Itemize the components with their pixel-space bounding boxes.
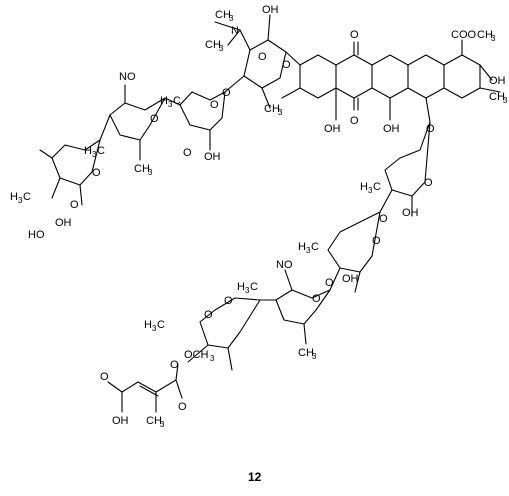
phenol-oh-right: OH: [383, 123, 400, 135]
sugar2-methyl-c: C: [97, 145, 105, 157]
sugar1-methyl-c: C: [173, 95, 181, 107]
sugar4-oh: OH: [402, 207, 419, 219]
sugar4-methyl-h: H: [360, 181, 368, 193]
sugar6-methyl-h: H: [237, 281, 245, 293]
sugar1-methyl-h: H: [160, 95, 168, 107]
dimethylamine-ch-left: CH: [205, 39, 221, 51]
sugar5-ring-o: O: [372, 235, 381, 247]
sugar3-oh-lower: HO: [28, 229, 45, 241]
bridge-methyl-ch: CH: [264, 103, 280, 115]
sugar7-ester-o: O: [170, 359, 179, 371]
sugar6-methyl-sub: 3: [245, 286, 250, 295]
glycoside-o-right: O: [426, 123, 435, 135]
sugar2-glycoside-o: O: [92, 167, 101, 179]
sugar6-nitroso-no: NO: [276, 259, 293, 271]
sugar7-ring-o: O: [204, 309, 213, 321]
bridge-o-center: O: [258, 51, 267, 63]
sugar1-glycoside-o: O: [183, 147, 192, 159]
sugar7-methoxy-och: OCH: [184, 349, 209, 361]
phenol-oh-left: OH: [324, 123, 341, 135]
sugar7-methyl-h: H: [144, 319, 152, 331]
sugar2-ring-o: O: [150, 113, 159, 125]
ester-ch-label: CH: [477, 29, 493, 41]
sugar6-methyl-c: C: [250, 281, 258, 293]
tertiary-oh: OH: [489, 75, 506, 87]
sugar6-ch-subscript: 3: [312, 352, 317, 361]
methyl-ch-right: CH: [489, 91, 505, 103]
sugar7-methoxy-subscript: 3: [210, 354, 215, 363]
sugar4-methyl-sub: 3: [368, 186, 373, 195]
sugar6-glycoside-o: O: [224, 295, 233, 307]
sugar2-ch-subscript: 3: [148, 168, 153, 177]
glycoside-o-upper: O: [222, 87, 231, 99]
bridge-oh-top: OH: [262, 4, 279, 16]
sugar3-methyl-h: H: [10, 191, 18, 203]
carbonyl-o-bottom: O: [350, 115, 359, 127]
sugar5-glycoside-o: O: [325, 277, 334, 289]
dimethylamine-ch-top: CH: [215, 9, 231, 21]
sugar3-methyl-sub: 3: [18, 196, 23, 205]
sugar2-methyl-sub: 3: [92, 150, 97, 159]
methyl-ch-right-subscript: 3: [503, 96, 508, 105]
compound-number: 12: [248, 470, 262, 484]
sugar7-methyl-sub: 3: [152, 324, 157, 333]
dimethylamine-ch-top-subscript: 3: [229, 14, 234, 23]
ester-carbonyl-o: O: [178, 401, 187, 413]
alkene-methyl-subscript: 3: [160, 420, 165, 429]
dimethylamine-ch-left-subscript: 3: [219, 44, 224, 53]
ring-o-core: O: [282, 59, 291, 71]
bridge-methyl-subscript: 3: [278, 108, 283, 117]
sugar1-oh: OH: [204, 151, 221, 163]
sugar4-glycoside-o: O: [379, 213, 388, 225]
sugar5-oh: OH: [342, 273, 359, 285]
sugar7-methyl-c: C: [157, 319, 165, 331]
bond-skeleton: [39, 14, 501, 413]
sugar2-ch: CH: [134, 163, 150, 175]
sugar2-methyl-h: H: [84, 145, 92, 157]
sugar5-methyl-c: C: [311, 241, 319, 253]
sugar4-methyl-c: C: [373, 181, 381, 193]
sugar3-ring-o: O: [70, 199, 79, 211]
dimethylamine-n: N: [231, 25, 239, 37]
sugar6-ring-o: O: [312, 293, 321, 305]
ester-coo-label: COO: [451, 29, 477, 41]
alkene-methyl-ch: CH: [146, 415, 162, 427]
sugar2-nitroso-no: NO: [119, 71, 136, 83]
sugar3-oh: OH: [55, 217, 72, 229]
sugar1-methyl-sub: 3: [168, 100, 173, 109]
sugar5-methyl-sub: 3: [306, 246, 311, 255]
sugar4-ring-o: O: [424, 177, 433, 189]
sugar1-ring-o: O: [210, 99, 219, 111]
atom-labels: O O OH OH O COO CH 3 OH CH 3 O OH N CH 3…: [10, 4, 508, 429]
acid-hydroxyl: OH: [112, 415, 129, 427]
sugar6-ch: CH: [298, 347, 314, 359]
acid-carbonyl-o: O: [100, 371, 109, 383]
sugar5-methyl-h: H: [298, 241, 306, 253]
carbonyl-o-top: O: [350, 29, 359, 41]
sugar3-methyl-c: C: [23, 191, 31, 203]
ester-ch-subscript: 3: [491, 34, 496, 43]
